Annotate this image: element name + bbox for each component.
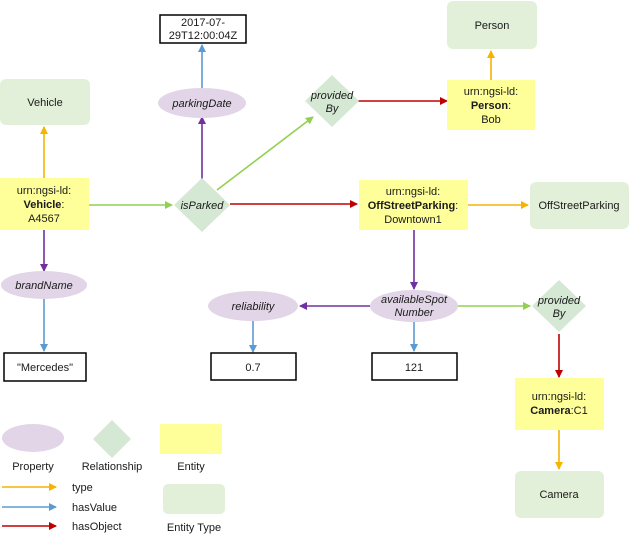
entity-type-camera: Camera bbox=[515, 471, 604, 518]
svg-text:parkingDate: parkingDate bbox=[171, 98, 231, 110]
svg-text:Person:: Person: bbox=[471, 100, 511, 112]
svg-text:urn:ngsi-ld:: urn:ngsi-ld: bbox=[532, 391, 586, 403]
entity-camera-c1: urn:ngsi-ld: Camera:C1 bbox=[515, 378, 604, 430]
svg-text:reliability: reliability bbox=[232, 301, 276, 313]
svg-text:Downtown1: Downtown1 bbox=[384, 214, 441, 226]
legend-type: type bbox=[2, 482, 93, 494]
property-brandname: brandName bbox=[1, 271, 87, 299]
svg-text:"Mercedes": "Mercedes" bbox=[17, 362, 73, 374]
svg-text:urn:ngsi-ld:: urn:ngsi-ld: bbox=[386, 186, 440, 198]
relationship-arrow-isparked-providedby bbox=[216, 116, 314, 191]
legend-hasobject: hasObject bbox=[2, 521, 122, 533]
svg-text:Number: Number bbox=[394, 307, 434, 319]
property-reliability: reliability bbox=[208, 291, 298, 321]
svg-text:hasValue: hasValue bbox=[72, 502, 117, 514]
svg-text:brandName: brandName bbox=[15, 280, 72, 292]
svg-text:hasObject: hasObject bbox=[72, 521, 122, 533]
svg-text:Person: Person bbox=[475, 20, 510, 32]
value-availablespotnumber: 121 bbox=[371, 352, 458, 381]
svg-text:0.7: 0.7 bbox=[245, 362, 260, 374]
relationship-providedby-camera: provided By bbox=[532, 280, 586, 332]
entity-offstreetparking-downtown1: urn:ngsi-ld: OffStreetParking: Downtown1 bbox=[359, 180, 468, 230]
svg-text:urn:ngsi-ld:: urn:ngsi-ld: bbox=[17, 185, 71, 197]
svg-text:By: By bbox=[326, 103, 340, 115]
legend-relationship: Relationship bbox=[82, 420, 143, 473]
legend-entity-type: Entity Type bbox=[163, 484, 225, 534]
svg-text:By: By bbox=[553, 308, 567, 320]
svg-text:Entity Type: Entity Type bbox=[167, 522, 221, 534]
legend-entity: Entity bbox=[160, 424, 222, 473]
svg-text:provided: provided bbox=[310, 90, 354, 102]
property-availablespotnumber: availableSpot Number bbox=[370, 290, 458, 322]
svg-text:isParked: isParked bbox=[181, 200, 225, 212]
svg-text:urn:ngsi-ld:: urn:ngsi-ld: bbox=[464, 86, 518, 98]
svg-text:provided: provided bbox=[537, 295, 581, 307]
svg-text:OffStreetParking:: OffStreetParking: bbox=[368, 200, 458, 212]
value-reliability: 0.7 bbox=[210, 352, 297, 381]
svg-text:Bob: Bob bbox=[481, 114, 501, 126]
svg-text:Vehicle: Vehicle bbox=[27, 97, 62, 109]
svg-text:2017-07-: 2017-07- bbox=[181, 17, 225, 29]
entity-vehicle-a4567: urn:ngsi-ld: Vehicle: A4567 bbox=[0, 178, 89, 230]
property-parkingdate: parkingDate bbox=[158, 88, 246, 118]
value-brandname: "Mercedes" bbox=[3, 352, 87, 382]
entity-type-offstreetparking: OffStreetParking bbox=[530, 182, 629, 229]
entity-type-vehicle: Vehicle bbox=[0, 79, 90, 125]
svg-text:Entity: Entity bbox=[177, 461, 205, 473]
svg-text:OffStreetParking: OffStreetParking bbox=[538, 200, 619, 212]
entity-person-bob: urn:ngsi-ld: Person: Bob bbox=[447, 80, 535, 130]
svg-text:type: type bbox=[72, 482, 93, 494]
entity-type-person: Person bbox=[447, 1, 537, 49]
svg-text:121: 121 bbox=[405, 362, 423, 374]
svg-text:Camera:C1: Camera:C1 bbox=[530, 405, 587, 417]
svg-text:Vehicle:: Vehicle: bbox=[24, 199, 65, 211]
relationship-isparked: isParked bbox=[174, 178, 230, 232]
svg-text:A4567: A4567 bbox=[28, 213, 60, 225]
svg-text:Camera: Camera bbox=[539, 489, 579, 501]
svg-text:Relationship: Relationship bbox=[82, 461, 143, 473]
relationship-providedby-person: provided By bbox=[305, 75, 359, 127]
legend-property: Property bbox=[2, 424, 64, 473]
value-parkingdate: 2017-07- 29T12:00:04Z bbox=[159, 14, 247, 44]
svg-text:Property: Property bbox=[12, 461, 54, 473]
svg-text:29T12:00:04Z: 29T12:00:04Z bbox=[169, 30, 238, 42]
svg-text:availableSpot: availableSpot bbox=[381, 294, 448, 306]
legend: Property Relationship Entity Entity Type… bbox=[2, 420, 225, 534]
legend-hasvalue: hasValue bbox=[2, 502, 117, 514]
